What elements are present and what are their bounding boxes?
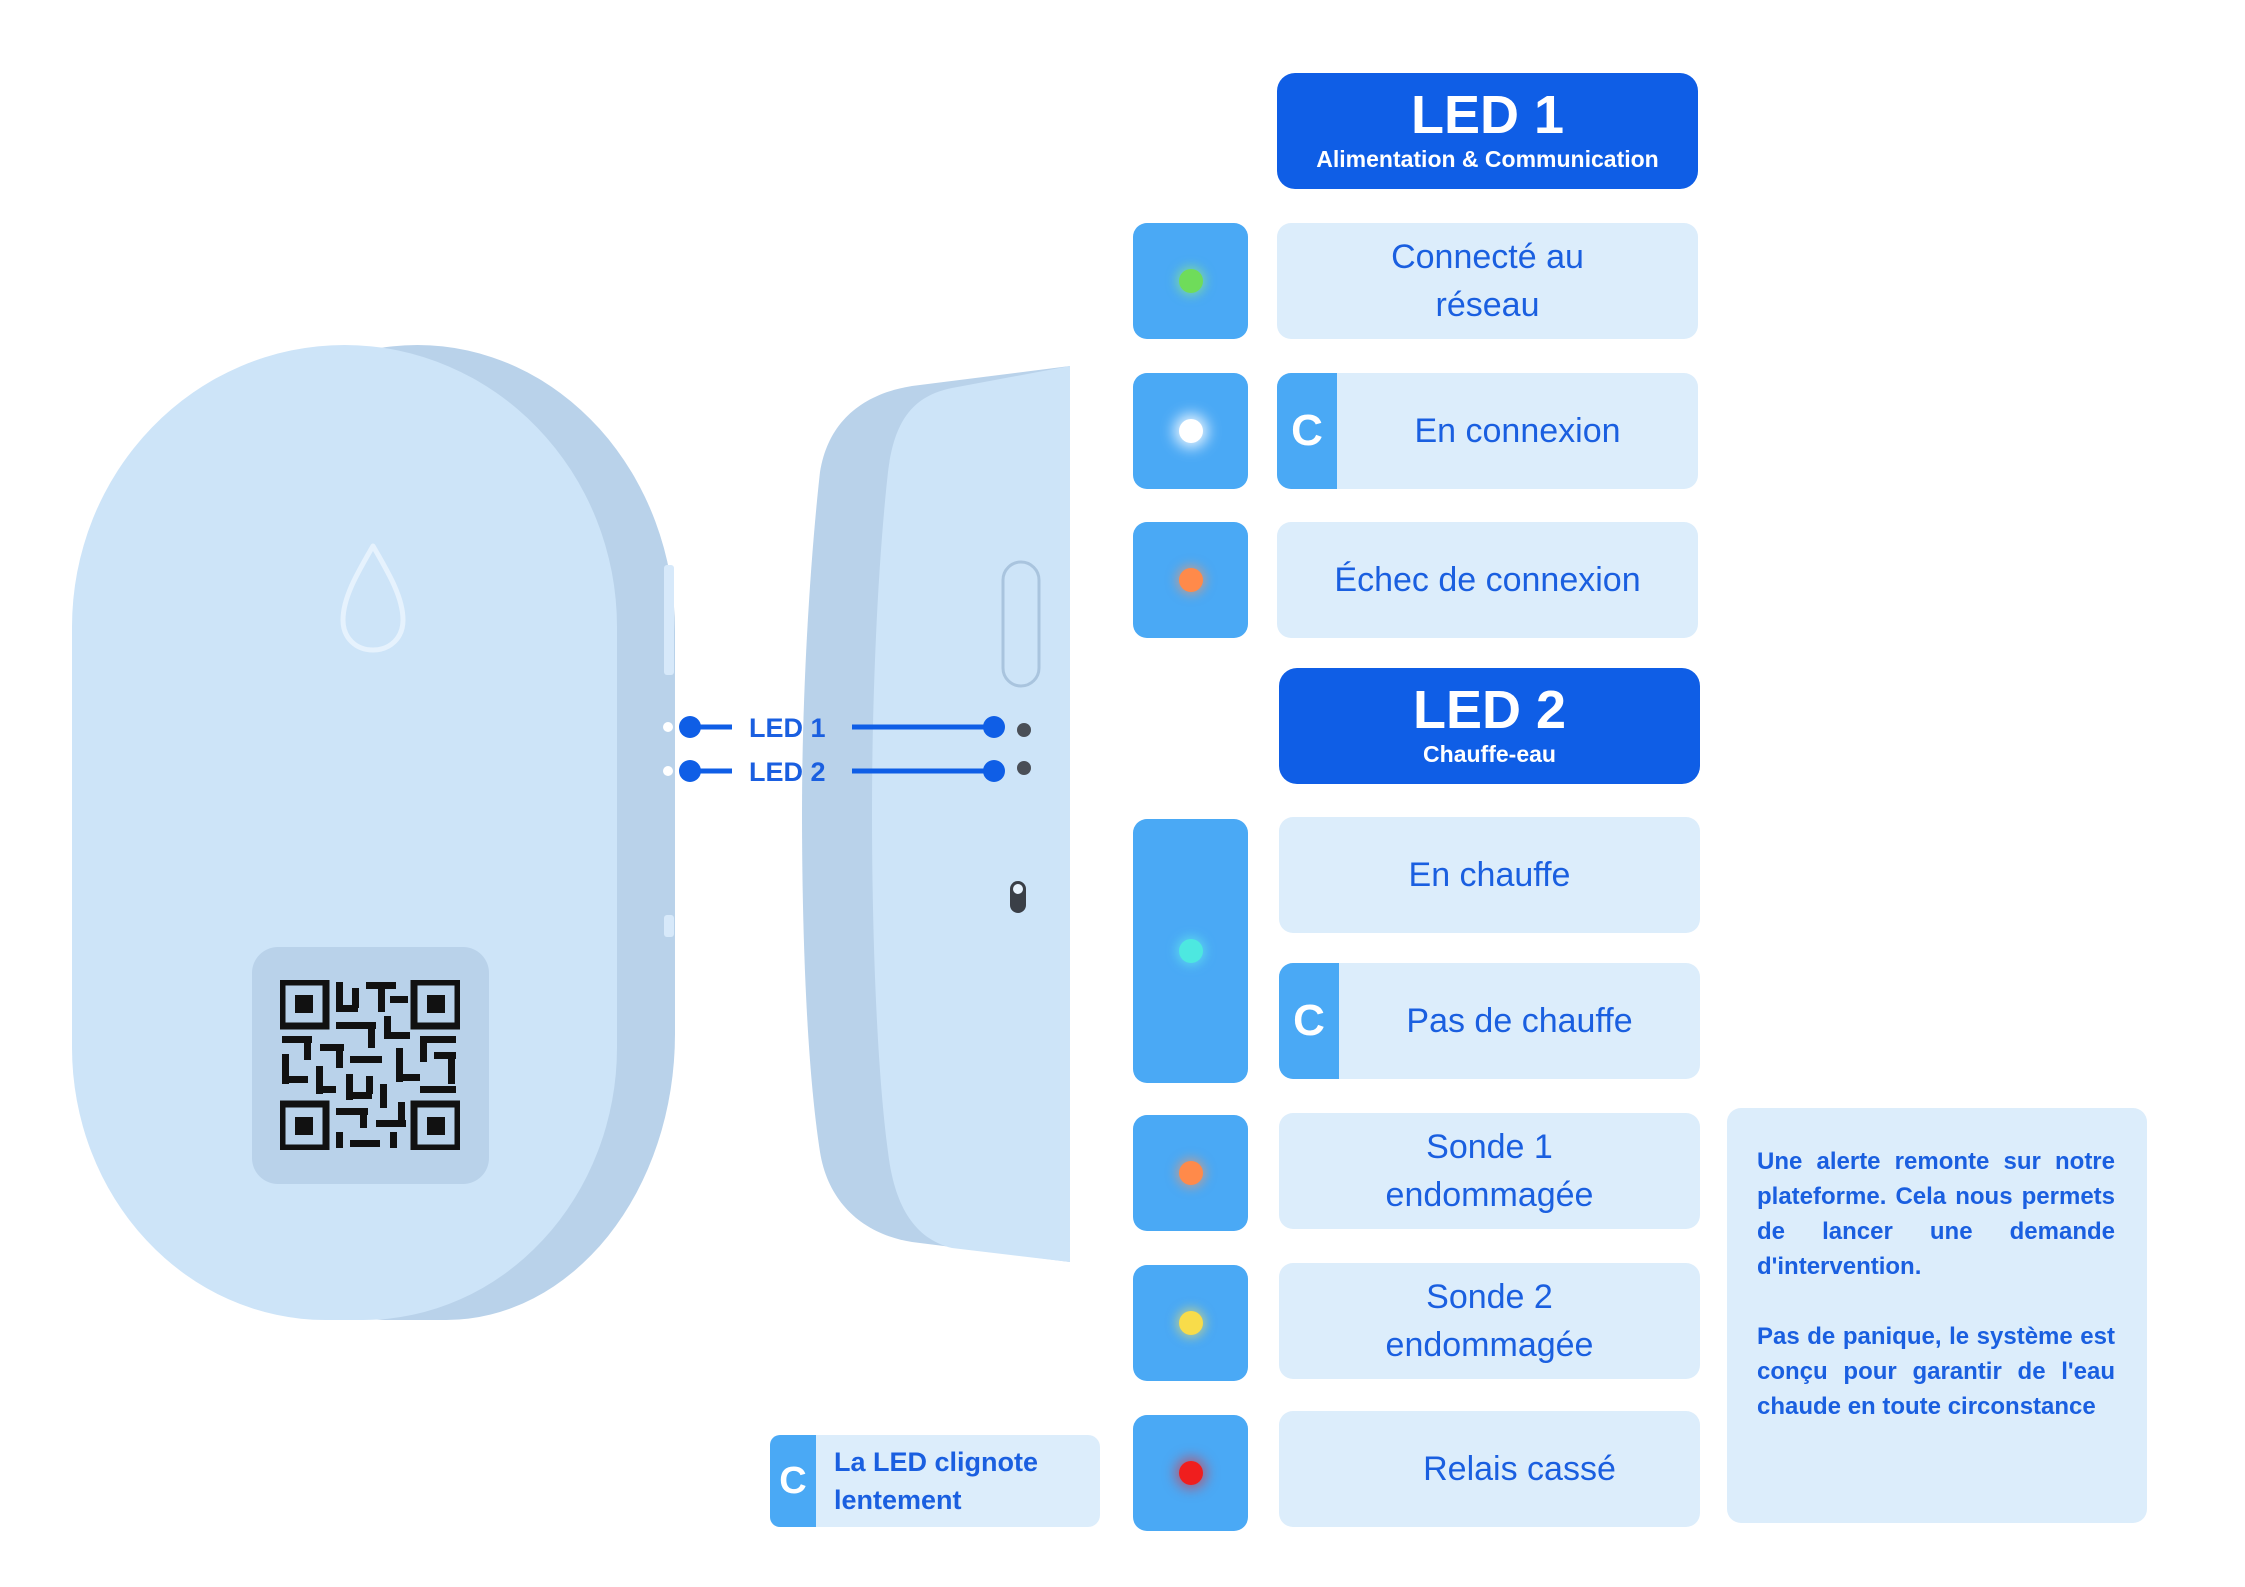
alert-note: Une alerte remonte sur notre plateforme.… [1727, 1108, 2147, 1523]
led-connector-lines [663, 716, 1031, 782]
blink-tag: C [770, 1435, 816, 1527]
blink-tag: C [1279, 963, 1339, 1079]
led-indicator-white [1133, 373, 1248, 489]
led1-subtitle: Alimentation & Communication [1316, 146, 1659, 172]
blink-tag: C [1277, 373, 1337, 489]
status-card-connected: Connecté au réseau [1277, 223, 1698, 339]
device-side-button [664, 565, 674, 675]
alert-note-paragraph-1: Une alerte remonte sur notre plateforme.… [1757, 1148, 2115, 1280]
status-label: En connexion [1414, 412, 1621, 450]
connector-label-led2: LED 2 [749, 757, 826, 787]
water-drop-icon [340, 543, 406, 653]
blink-legend: C La LED clignote lentement [770, 1435, 1100, 1527]
status-label: Pas de chauffe [1406, 1002, 1633, 1040]
led-dot-green [1178, 269, 1203, 293]
status-card-not-heating: C Pas de chauffe [1279, 963, 1700, 1079]
led-indicator-yellow [1133, 1265, 1248, 1381]
led2-subtitle: Chauffe-eau [1423, 741, 1556, 767]
alert-note-paragraph-2: Pas de panique, le système est conçu pou… [1757, 1323, 2115, 1420]
led-indicator-red [1133, 1415, 1248, 1531]
status-card-relay-broken: Relais cassé [1279, 1411, 1700, 1527]
status-card-probe2-damaged: Sonde 2 endommagée [1279, 1263, 1700, 1379]
status-label: En chauffe [1408, 856, 1571, 894]
led-dot-orange [1178, 1161, 1203, 1185]
blink-legend-text: La LED clignote lentement [834, 1447, 1039, 1515]
status-card-connecting: C En connexion [1277, 373, 1698, 489]
led-dot-red [1178, 1461, 1203, 1485]
led-indicator-orange [1133, 522, 1248, 638]
led-dot-orange [1178, 568, 1203, 592]
status-label: Sonde 2 endommagée [1385, 1278, 1594, 1364]
connector-label-led1: LED 1 [749, 713, 826, 743]
status-label: Connecté au réseau [1391, 238, 1584, 324]
led2-title: LED 2 [1412, 680, 1567, 740]
status-label: Sonde 1 endommagée [1385, 1128, 1594, 1214]
device-side-button-small [664, 915, 674, 937]
led1-header: LED 1 Alimentation & Communication [1277, 73, 1698, 189]
led1-title: LED 1 [1410, 85, 1565, 145]
led-dot-cyan [1178, 939, 1203, 963]
led-dot-white [1178, 419, 1203, 443]
status-label: Échec de connexion [1334, 561, 1641, 599]
status-card-heating: En chauffe [1279, 817, 1700, 933]
led-indicator-green [1133, 223, 1248, 339]
qr-code-icon [280, 980, 460, 1150]
led-indicator-orange-2 [1133, 1115, 1248, 1231]
led2-header: LED 2 Chauffe-eau [1279, 668, 1700, 784]
status-card-connection-failed: Échec de connexion [1277, 522, 1698, 638]
led-indicator-cyan [1133, 819, 1248, 1083]
device-side-view [802, 366, 1070, 1262]
led-dot-yellow [1178, 1311, 1203, 1335]
status-label: Relais cassé [1423, 1450, 1616, 1488]
status-card-probe1-damaged: Sonde 1 endommagée [1279, 1113, 1700, 1229]
